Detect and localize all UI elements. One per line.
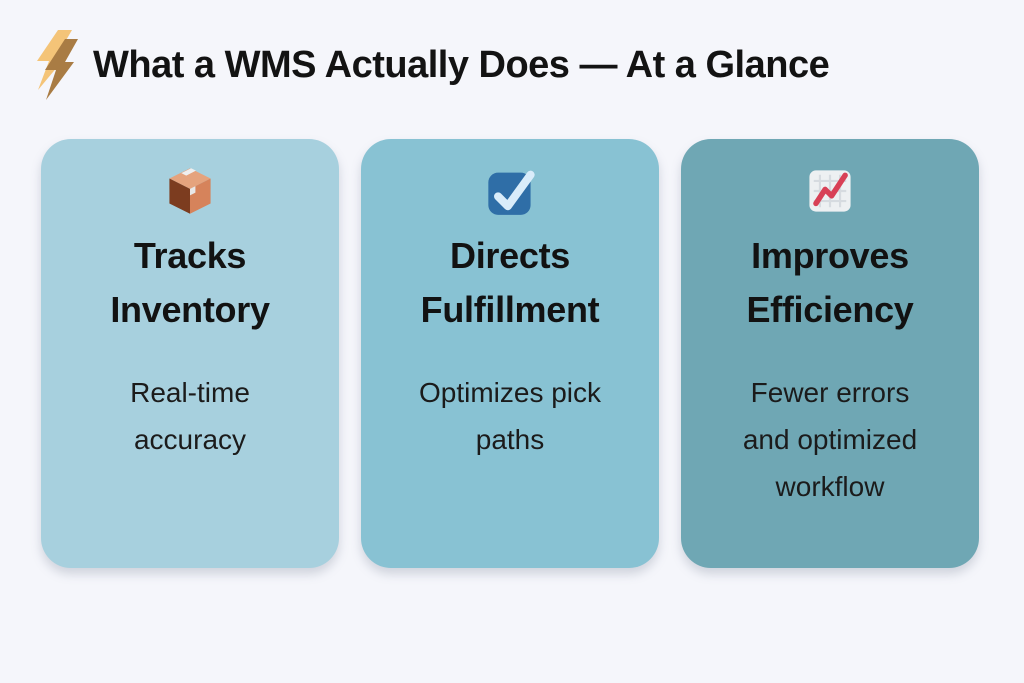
chart-increasing-icon bbox=[699, 165, 961, 217]
header: What a WMS Actually Does — At a Glance bbox=[28, 30, 830, 100]
page-title: What a WMS Actually Does — At a Glance bbox=[93, 43, 830, 86]
cards-row: Tracks Inventory Real-time accuracy Dire… bbox=[41, 139, 979, 568]
card-title: Tracks Inventory bbox=[110, 235, 270, 330]
card-description: Fewer errors and optimized workflow bbox=[742, 377, 918, 503]
checkbox-checked-icon bbox=[379, 165, 641, 217]
card-description: Real-time accuracy bbox=[130, 377, 250, 456]
card-improves-efficiency: Improves Efficiency Fewer errors and opt… bbox=[681, 139, 979, 568]
lightning-bolt-icon bbox=[28, 30, 80, 100]
card-description: Optimizes pick paths bbox=[418, 377, 602, 456]
package-icon bbox=[59, 165, 321, 217]
card-title: Directs Fulfillment bbox=[420, 235, 600, 330]
card-tracks-inventory: Tracks Inventory Real-time accuracy bbox=[41, 139, 339, 568]
card-directs-fulfillment: Directs Fulfillment Optimizes pick paths bbox=[361, 139, 659, 568]
card-title: Improves Efficiency bbox=[746, 235, 914, 330]
